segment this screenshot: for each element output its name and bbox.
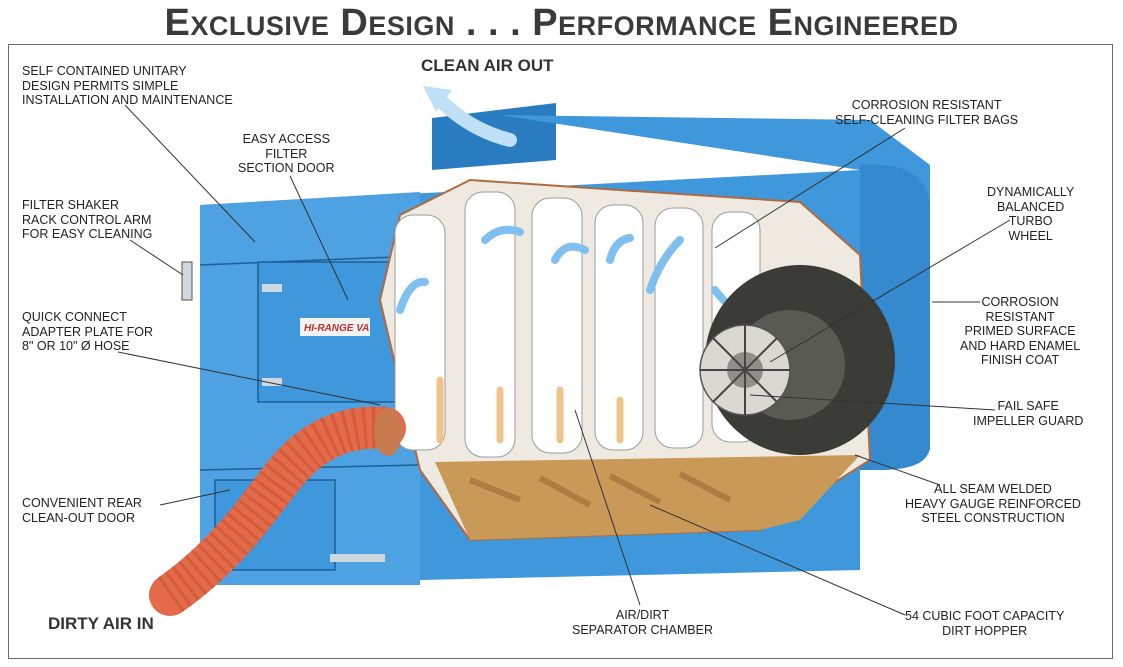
callout-impeller-guard: FAIL SAFE IMPELLER GUARD — [973, 399, 1084, 428]
callout-dirt-hopper: 54 CUBIC FOOT CAPACITY DIRT HOPPER — [905, 609, 1065, 638]
callout-rear-door: CONVENIENT REAR CLEAN-OUT DOOR — [22, 496, 142, 525]
shaker-arm — [181, 261, 193, 301]
turbo-wheel-icon — [699, 265, 895, 455]
dirty-air-in-label: DIRTY AIR IN — [48, 614, 154, 633]
clean-air-out-label: CLEAN AIR OUT — [421, 56, 554, 75]
callout-seam-welded: ALL SEAM WELDED HEAVY GAUGE REINFORCED S… — [905, 482, 1081, 525]
callout-access-door: EASY ACCESS FILTER SECTION DOOR — [238, 132, 335, 175]
callout-filter-shaker: FILTER SHAKER RACK CONTROL ARM FOR EASY … — [22, 198, 153, 241]
brand-label: HI-RANGE VA — [304, 323, 369, 334]
page-title: Exclusive Design . . . Performance Engin… — [164, 2, 959, 44]
brand-plate — [300, 318, 370, 336]
diagram-frame — [8, 44, 1113, 659]
callout-unitary-design: SELF CONTAINED UNITARY DESIGN PERMITS SI… — [22, 64, 233, 107]
callout-separator-chamber: AIR/DIRT SEPARATOR CHAMBER — [572, 608, 713, 637]
callout-filter-bags: CORROSION RESISTANT SELF-CLEANING FILTER… — [835, 98, 1019, 127]
dirt-hopper — [435, 455, 860, 540]
callout-adapter-plate: QUICK CONNECT ADAPTER PLATE FOR 8" OR 10… — [22, 310, 154, 353]
callout-turbo-wheel: DYNAMICALLY BALANCED TURBO WHEEL — [987, 185, 1075, 243]
callout-finish-coat: CORROSION RESISTANT PRIMED SURFACE AND H… — [960, 295, 1081, 367]
clean-air-arrow-icon — [433, 93, 517, 147]
